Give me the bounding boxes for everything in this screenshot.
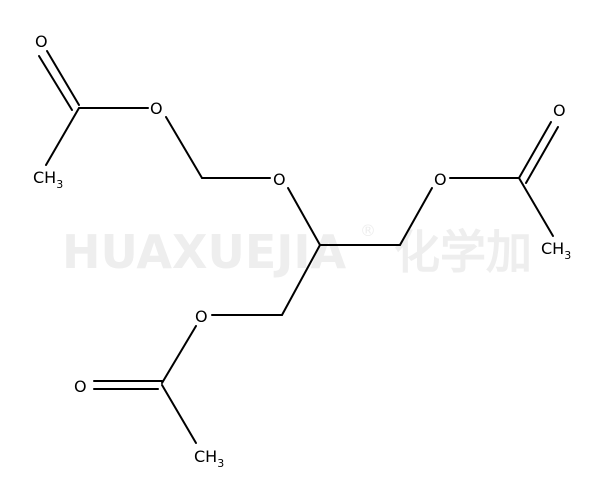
atom-o-right-ester: O xyxy=(434,170,447,189)
bond-carbonyl-top-left-b xyxy=(38,55,73,111)
bond-carbonyl-top-left-a xyxy=(46,50,80,106)
atom-ch3-bottom: CH3 xyxy=(194,447,224,470)
atom-o-right-carbonyl: O xyxy=(553,101,566,120)
atom-o-top-left-carbonyl: O xyxy=(35,32,48,51)
atom-o-top-left-ester: O xyxy=(150,99,163,118)
atom-o-bottom-ester: O xyxy=(195,307,208,326)
watermark-registered-mark: ® xyxy=(360,221,376,240)
bond-ch-ch2-bottom xyxy=(281,244,321,316)
atom-ch3-right: CH3 xyxy=(541,239,571,262)
bond-o-c-bottom xyxy=(161,325,197,384)
bond-ch2-o-right xyxy=(399,187,433,246)
watermark-text: HUAXUEJIA xyxy=(62,225,347,279)
atom-o-ether: O xyxy=(273,170,286,189)
watermark-chinese-text: 化学加 xyxy=(394,225,532,279)
atom-ch3-top-left: CH3 xyxy=(33,168,63,191)
bond-methyl-bottom xyxy=(161,384,197,444)
bond-ether-ch xyxy=(287,187,321,246)
bond-methyl-right xyxy=(518,177,554,237)
bond-carbonyl-right-a xyxy=(518,121,552,179)
bond-carbonyl-right-b xyxy=(525,126,559,184)
bond-methyl-top-left xyxy=(45,107,80,166)
bond-o-ch2-top-left xyxy=(165,116,203,179)
atom-o-bottom-carbonyl: O xyxy=(74,377,87,396)
